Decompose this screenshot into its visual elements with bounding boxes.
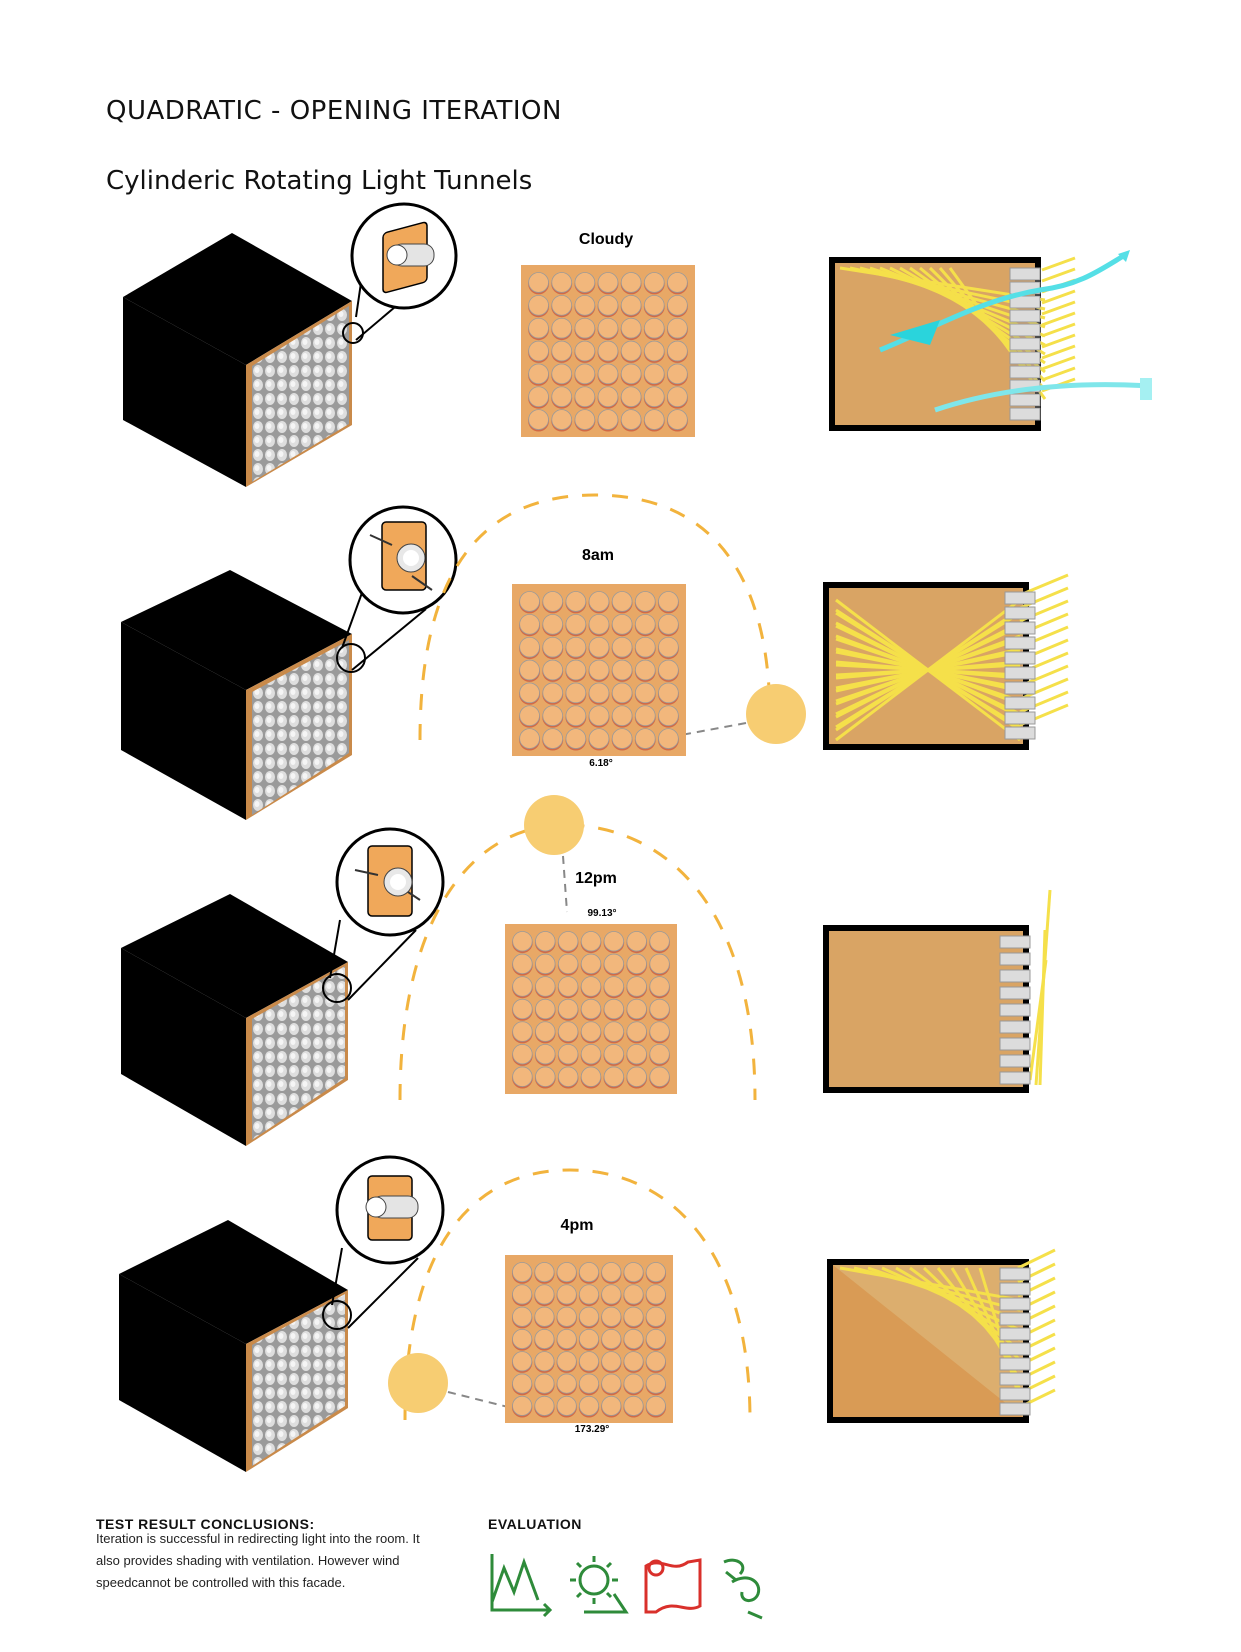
- section-view: [823, 573, 1069, 750]
- sun-path-arc: [398, 823, 757, 1101]
- sun-path-arc: [418, 493, 772, 741]
- facade-cube: [121, 570, 352, 820]
- angle-label: 99.13°: [587, 908, 616, 919]
- row-4pm: 4pm 173.29°: [119, 1155, 1056, 1472]
- zoom-detail-icon: [322, 827, 445, 1003]
- flexibility-icon: [644, 1558, 702, 1614]
- facade-cube: [121, 894, 348, 1146]
- panel-grid: [505, 1255, 673, 1423]
- row-cloudy: Cloudy: [123, 202, 1152, 487]
- performance-graph-icon: [490, 1554, 553, 1618]
- section-view: [827, 1248, 1056, 1423]
- evaluation-icons: [490, 1554, 763, 1620]
- row-label: Cloudy: [579, 231, 633, 248]
- sun-shading-icon: [570, 1556, 629, 1614]
- conclusions-text: Iteration is successful in redirecting l…: [96, 1531, 420, 1590]
- panel-grid: [512, 584, 686, 756]
- section-view: [823, 889, 1052, 1093]
- row-label: 4pm: [561, 1217, 594, 1234]
- facade-cube: [123, 233, 352, 487]
- zoom-detail-icon: [336, 505, 458, 673]
- sun-icon: [524, 795, 584, 855]
- angle-label: 173.29°: [575, 1424, 610, 1435]
- sun-icon: [388, 1353, 448, 1413]
- evaluation-heading: EVALUATION: [488, 1516, 582, 1532]
- row-12pm: 12pm 99.13°: [121, 795, 1052, 1146]
- sun-icon: [746, 684, 806, 744]
- section-view: [829, 250, 1152, 431]
- row-label: 12pm: [575, 870, 617, 887]
- conclusions-heading: TEST RESULT CONCLUSIONS:: [96, 1516, 315, 1532]
- row-label: 8am: [582, 547, 614, 564]
- page-subtitle: Cylinderic Rotating Light Tunnels: [106, 166, 533, 196]
- facade-cube: [119, 1220, 348, 1472]
- wind-icon: [723, 1558, 763, 1620]
- zoom-detail-icon: [322, 1155, 445, 1330]
- panel-grid: [505, 924, 677, 1094]
- angle-label: 6.18°: [589, 758, 612, 769]
- sun-path-arc: [403, 1168, 752, 1421]
- row-8am: 8am 6.18°: [121, 493, 1069, 820]
- zoom-detail-icon: [342, 202, 458, 344]
- panel-grid: [521, 265, 695, 437]
- page-title: QUADRATIC - OPENING ITERATION: [106, 96, 562, 126]
